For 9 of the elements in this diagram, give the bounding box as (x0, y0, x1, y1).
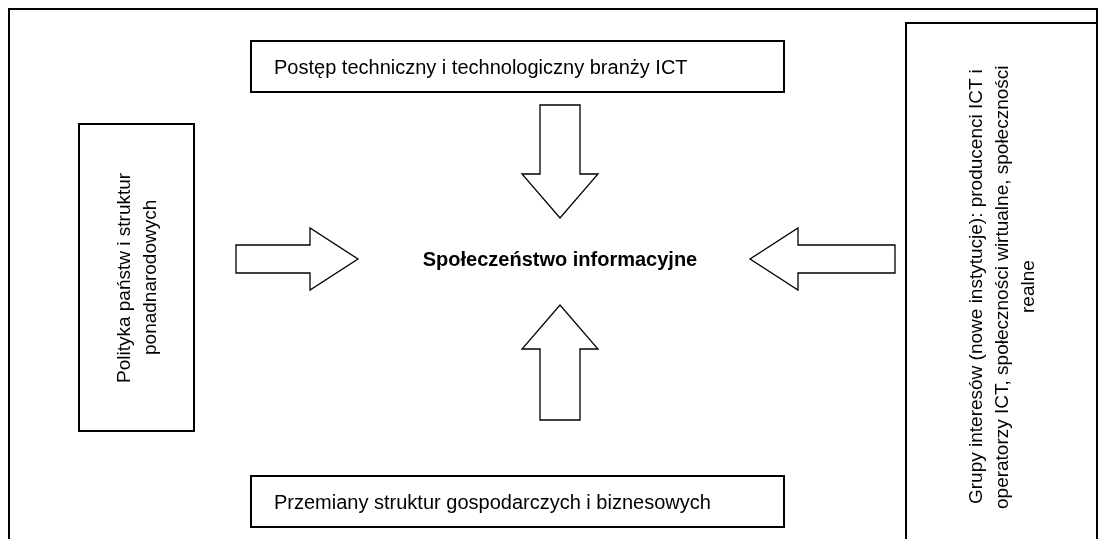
block-arrow (748, 226, 896, 292)
text-box: Przemiany struktur gospodarczych i biznesowych (250, 475, 785, 528)
center-label: Społeczeństwo informacyjne (422, 247, 698, 272)
text-box: Postęp techniczny i technologiczny branży ICT (250, 40, 785, 93)
block-arrow (235, 226, 360, 292)
block-arrow (520, 304, 600, 421)
text-box: Grupy interesów (nowe instytucje): producenci ICT i operatorzy ICT, społeczności wirtualne, społeczności realne (905, 22, 1098, 539)
block-arrow (520, 104, 600, 219)
text-box: Polityka państw i struktur ponadnarodowych (78, 123, 195, 432)
